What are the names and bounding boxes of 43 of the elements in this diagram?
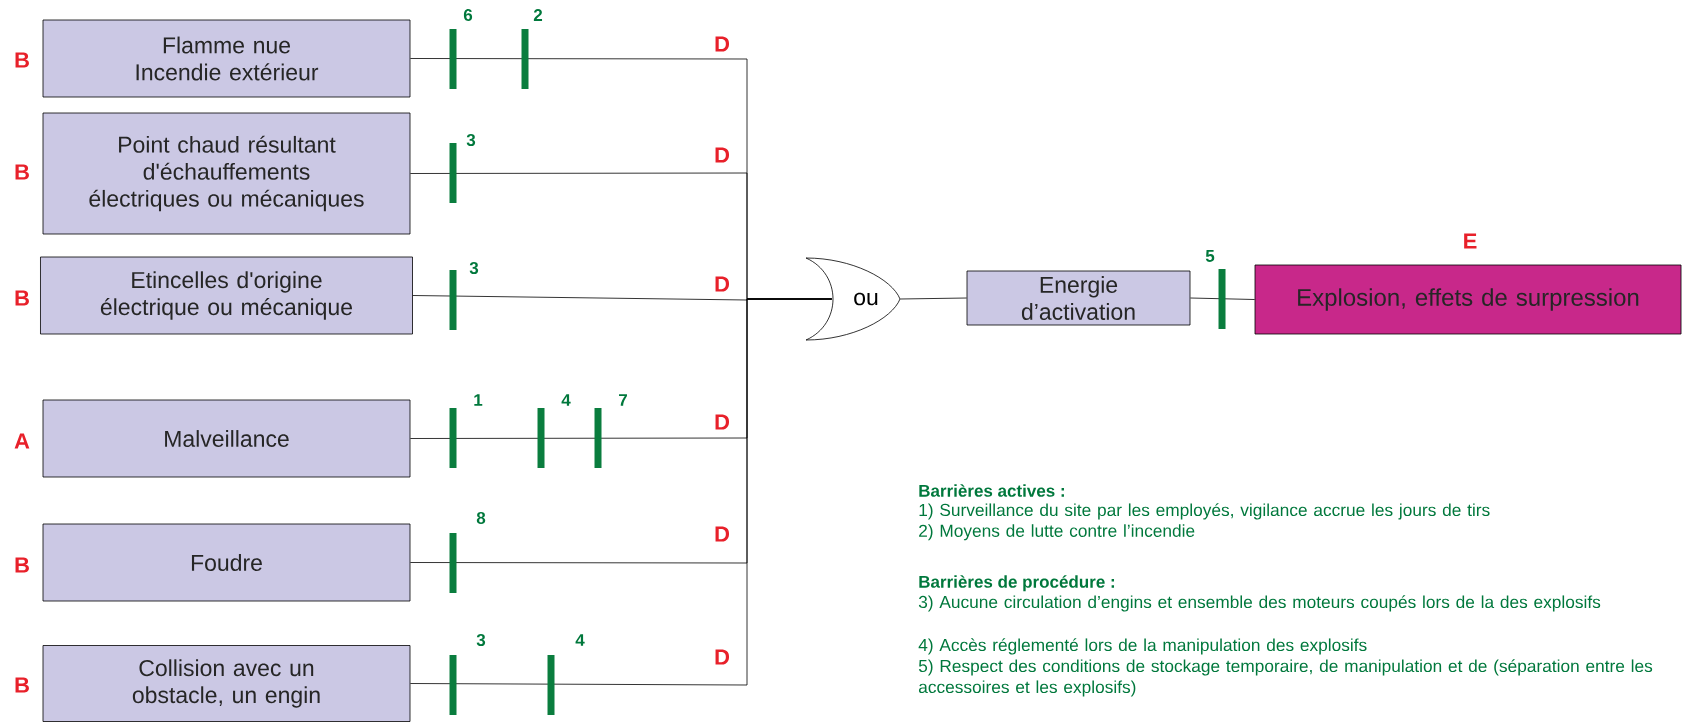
or-gate: ou	[805, 257, 901, 341]
risk-letter: A	[14, 433, 30, 449]
barrier-number: 7	[619, 394, 627, 406]
note-heading: Barrières de procédure :	[919, 575, 1114, 592]
connector-line	[410, 298, 833, 686]
barrier-number: 4	[575, 634, 585, 646]
risk-letter: D	[715, 526, 730, 542]
cause-box: Malveillance	[42, 399, 411, 478]
cause-box: Energie d’activation	[966, 270, 1191, 326]
risk-letter: B	[15, 677, 29, 693]
cause-box: Etincelles d'origine électrique ou mécanique	[40, 256, 413, 335]
risk-letter: D	[715, 276, 730, 292]
cause-box: Collision avec un obstacle, un engin	[42, 645, 411, 722]
barrier-number: 3	[466, 133, 476, 147]
barrier-number: 3	[469, 261, 479, 275]
note-text: 5) Respect des conditions de stockage temporaire, de manipulation et de (séparation entre les accessoires et les explosifs)	[918, 659, 1653, 697]
barrier-number: 1	[474, 394, 483, 406]
risk-letter: D	[715, 36, 730, 52]
note-text: 2) Moyens de lutte contre l’incendie	[919, 524, 1195, 541]
barrier-number: 5	[1205, 250, 1215, 262]
barrier-number: 3	[476, 634, 486, 647]
barrier-number: 6	[463, 9, 473, 22]
note-text: 3) Aucune circulation d’engins et ensemble des moteurs coupés lors de la des explosifs	[918, 595, 1601, 612]
risk-letter: B	[15, 557, 29, 573]
barrier-number: 2	[533, 9, 543, 21]
risk-letter: D	[715, 147, 730, 163]
risk-letter: E	[1464, 233, 1477, 249]
note-heading: Barrières actives :	[919, 484, 1064, 497]
cause-box: Point chaud résultant d'échauffements électriques ou mécaniques	[42, 112, 411, 235]
connector-line	[1190, 297, 1255, 300]
barrier-number: 4	[561, 394, 571, 406]
note-text: 1) Surveillance du site par les employés, vigilance accrue les jours de tirs	[919, 503, 1490, 520]
event-box: Explosion, effets de surpression	[1254, 264, 1682, 335]
risk-letter: B	[15, 164, 29, 180]
barrier-number: 8	[476, 512, 486, 525]
note-text: 4) Accès réglementé lors de la manipulation des explosifs	[918, 638, 1367, 655]
risk-letter: B	[15, 290, 29, 306]
risk-letter: B	[15, 52, 29, 68]
risk-letter: D	[715, 649, 730, 665]
cause-box: Flamme nue Incendie extérieur	[42, 19, 411, 98]
risk-letter: D	[715, 414, 730, 430]
cause-box: Foudre	[42, 523, 411, 602]
connector-line	[899, 297, 967, 300]
